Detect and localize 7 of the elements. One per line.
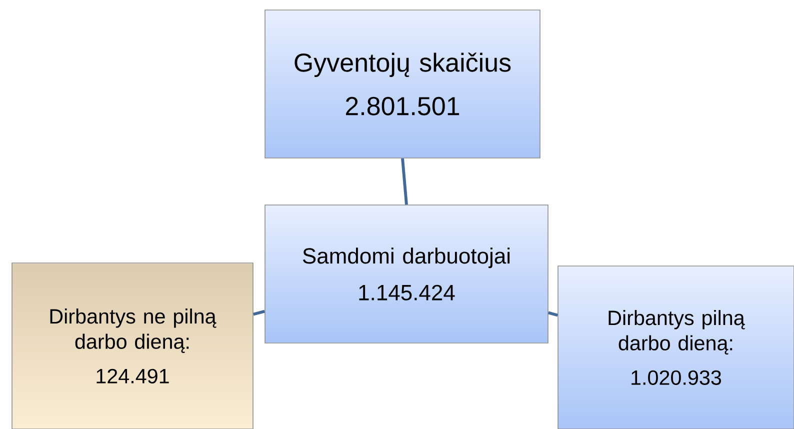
org-box: Gyventojų skaičius 2.801.501 (264, 10, 540, 158)
org-box: Dirbantys pilną darbo dieną: 1.020.933 (558, 266, 794, 429)
connector-line (253, 310, 265, 316)
connector-line (548, 311, 558, 317)
org-box: Samdomi darbuotojai 1.145.424 (264, 204, 548, 344)
org-box: Dirbantys ne pilną darbo dieną: 124.491 (12, 262, 254, 429)
connector-line (401, 158, 408, 205)
